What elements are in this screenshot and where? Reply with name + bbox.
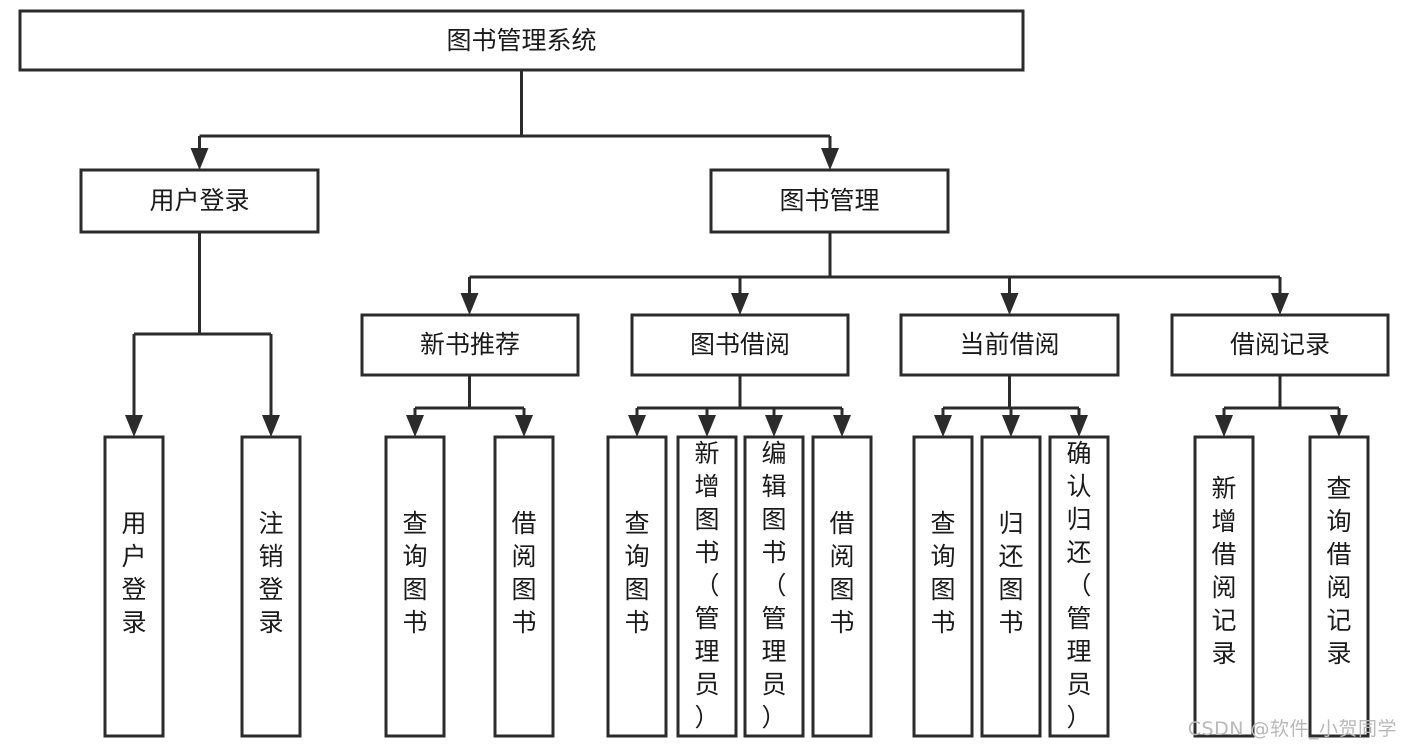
node-leaf-user-login-label: 用户登录 xyxy=(121,509,146,637)
node-leaf-user-logout-box[interactable] xyxy=(240,435,302,738)
node-leaf-query-book-1-label: 查询图书 xyxy=(402,509,427,637)
node-leaf-query-record-label: 查询借阅记录 xyxy=(1326,474,1351,668)
node-leaf-confirm-return[interactable]: 确认归还（管理员） xyxy=(1048,435,1110,738)
csdn-watermark: CSDN @软件_小贺同学 xyxy=(1187,718,1397,740)
arrowhead-leaf-add-book xyxy=(698,415,716,437)
node-leaf-add-book-label: 新增图书（管理员） xyxy=(694,439,719,732)
node-borrow-record[interactable]: 借阅记录 xyxy=(1170,313,1390,377)
arrowhead-leaf-query-record xyxy=(1330,415,1348,437)
arrowhead-leaf-query-book-1 xyxy=(406,415,424,437)
arrowhead-leaf-query-book-2 xyxy=(628,415,646,437)
arrowhead-book-manage xyxy=(821,148,839,170)
arrowhead-current-borrow xyxy=(1000,293,1019,315)
node-leaf-borrow-book-1[interactable]: 借阅图书 xyxy=(493,435,555,738)
node-leaf-borrow-book-2-box[interactable] xyxy=(811,435,873,738)
node-leaf-add-record-box[interactable] xyxy=(1193,435,1255,738)
node-leaf-edit-book-box[interactable] xyxy=(743,435,805,738)
node-new-book-recommend[interactable]: 新书推荐 xyxy=(360,313,580,377)
node-leaf-edit-book-label: 编辑图书（管理员） xyxy=(761,439,786,732)
node-book-borrow-box[interactable] xyxy=(630,313,850,377)
node-book-borrow[interactable]: 图书借阅 xyxy=(630,313,850,377)
node-leaf-user-logout-label: 注销登录 xyxy=(258,509,283,637)
node-root[interactable]: 图书管理系统 xyxy=(18,9,1025,72)
node-leaf-return-book-box[interactable] xyxy=(980,435,1042,738)
node-leaf-query-book-1[interactable]: 查询图书 xyxy=(384,435,446,738)
arrowhead-leaf-return-book xyxy=(1002,415,1020,437)
node-leaf-query-book-3[interactable]: 查询图书 xyxy=(912,435,974,738)
node-book-manage-box[interactable] xyxy=(709,168,950,234)
node-leaf-borrow-book-2[interactable]: 借阅图书 xyxy=(811,435,873,738)
arrowhead-leaf-confirm-return xyxy=(1070,415,1088,437)
arrowhead-borrow-record xyxy=(1271,293,1289,315)
arrowhead-leaf-edit-book xyxy=(765,415,783,437)
node-new-book-recommend-box[interactable] xyxy=(360,313,580,377)
node-current-borrow-box[interactable] xyxy=(899,313,1120,377)
arrowhead-leaf-add-record xyxy=(1215,415,1233,437)
connector-group xyxy=(125,70,1348,437)
node-new-book-recommend-label: 新书推荐 xyxy=(420,330,520,359)
node-user-login[interactable]: 用户登录 xyxy=(79,168,320,234)
arrowhead-leaf-borrow-book-2 xyxy=(833,415,851,437)
node-leaf-query-record[interactable]: 查询借阅记录 xyxy=(1308,435,1370,738)
node-leaf-borrow-book-1-box[interactable] xyxy=(493,435,555,738)
node-leaf-query-record-box[interactable] xyxy=(1308,435,1370,738)
node-borrow-record-box[interactable] xyxy=(1170,313,1390,377)
node-leaf-confirm-return-box[interactable] xyxy=(1048,435,1110,738)
node-leaf-query-book-1-box[interactable] xyxy=(384,435,446,738)
node-leaf-query-book-3-label: 查询图书 xyxy=(930,509,955,637)
node-leaf-user-login[interactable]: 用户登录 xyxy=(103,435,165,738)
node-leaf-confirm-return-label: 确认归还（管理员） xyxy=(1066,439,1091,732)
node-root-box[interactable] xyxy=(18,9,1025,72)
node-leaf-return-book-label: 归还图书 xyxy=(998,509,1023,637)
arrowhead-leaf-user-logout xyxy=(262,415,280,437)
node-root-label: 图书管理系统 xyxy=(446,26,596,55)
node-leaf-query-book-2-label: 查询图书 xyxy=(624,509,649,637)
arrowhead-leaf-borrow-book-1 xyxy=(515,415,533,437)
node-leaf-add-record[interactable]: 新增借阅记录 xyxy=(1193,435,1255,738)
node-leaf-borrow-book-2-label: 借阅图书 xyxy=(829,509,854,637)
node-leaf-add-book-box[interactable] xyxy=(676,435,738,738)
node-book-borrow-label: 图书借阅 xyxy=(690,330,790,359)
node-user-login-label: 用户登录 xyxy=(149,186,249,215)
node-leaf-query-book-2-box[interactable] xyxy=(606,435,668,738)
node-leaf-user-login-box[interactable] xyxy=(103,435,165,738)
node-current-borrow[interactable]: 当前借阅 xyxy=(899,313,1120,377)
node-leaf-return-book[interactable]: 归还图书 xyxy=(980,435,1042,738)
node-leaf-user-logout[interactable]: 注销登录 xyxy=(240,435,302,738)
node-user-login-box[interactable] xyxy=(79,168,320,234)
node-leaf-edit-book[interactable]: 编辑图书（管理员） xyxy=(743,435,805,738)
arrowhead-new-book-recommend xyxy=(460,293,479,315)
node-leaf-query-book-2[interactable]: 查询图书 xyxy=(606,435,668,738)
node-leaf-add-book[interactable]: 新增图书（管理员） xyxy=(676,435,738,738)
node-leaf-add-record-label: 新增借阅记录 xyxy=(1211,474,1236,668)
node-current-borrow-label: 当前借阅 xyxy=(959,330,1059,359)
node-borrow-record-label: 借阅记录 xyxy=(1230,330,1330,359)
node-book-manage[interactable]: 图书管理 xyxy=(709,168,950,234)
node-leaf-query-book-3-box[interactable] xyxy=(912,435,974,738)
arrowhead-user-login xyxy=(190,148,209,170)
arrowhead-leaf-query-book-3 xyxy=(934,415,952,437)
node-book-manage-label: 图书管理 xyxy=(779,186,879,215)
arrowhead-leaf-user-login xyxy=(125,415,143,437)
arrowhead-book-borrow xyxy=(731,293,749,315)
node-leaf-borrow-book-1-label: 借阅图书 xyxy=(511,509,536,637)
